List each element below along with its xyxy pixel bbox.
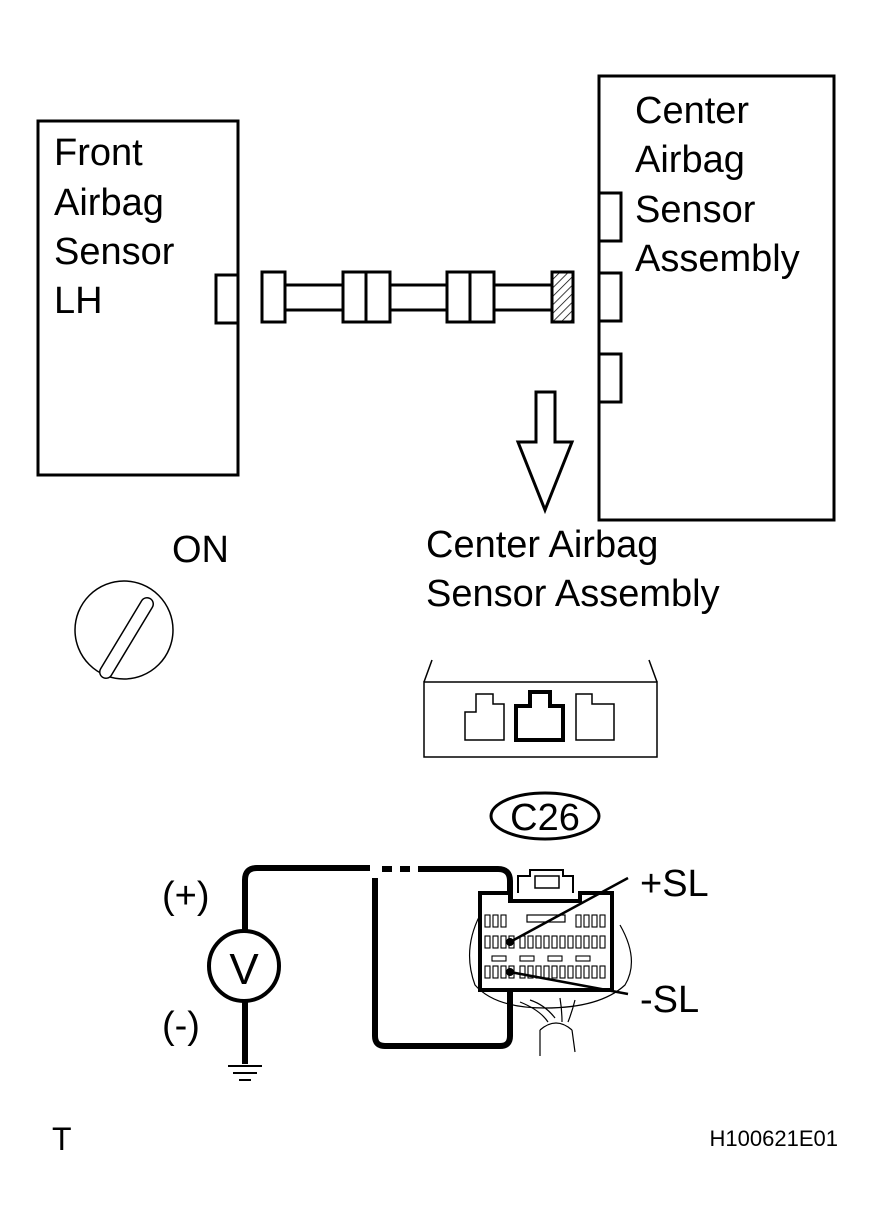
center-airbag-sensor-assembly: Center Airbag Sensor Assembly (597, 74, 836, 522)
corner-letter: T (52, 1121, 72, 1157)
down-arrow-icon (515, 390, 575, 515)
front-sensor-label-line1: Front (54, 132, 143, 174)
front-airbag-sensor-lh: Front Airbag Sensor LH (36, 119, 240, 477)
connector-view-label-line2: Sensor Assembly (426, 573, 720, 615)
voltmeter-positive-label: (+) (162, 875, 210, 917)
wire-harness (260, 270, 575, 324)
terminal-minus-sl-label: -SL (640, 979, 699, 1021)
front-sensor-label-line3: Sensor (54, 231, 175, 273)
connector-id-badge (489, 791, 601, 841)
figure-code: H100621E01 (710, 1126, 838, 1151)
center-sensor-label-line3: Sensor (635, 189, 756, 231)
connector-face-view (423, 659, 658, 758)
ignition-key-icon (74, 580, 174, 680)
front-sensor-label-line4: LH (54, 280, 103, 322)
test-lead-wires (242, 865, 513, 1064)
terminal-plus-sl-label: +SL (640, 863, 709, 905)
connector-view-label-line1: Center Airbag (426, 524, 658, 566)
center-sensor-label-line2: Airbag (635, 139, 745, 181)
front-sensor-label-line2: Airbag (54, 182, 164, 224)
ground-icon (228, 1065, 262, 1081)
voltmeter: V (207, 929, 281, 1003)
voltmeter-negative-label: (-) (162, 1005, 200, 1047)
voltmeter-symbol: V (229, 945, 259, 994)
ignition-on-label: ON (172, 529, 229, 571)
center-sensor-label-line4: Assembly (635, 238, 800, 280)
center-sensor-label-line1: Center (635, 90, 749, 132)
connector-id-label: C26 (510, 797, 580, 839)
terminal-leader-lines (509, 876, 629, 996)
connector-c26 (468, 869, 633, 1056)
